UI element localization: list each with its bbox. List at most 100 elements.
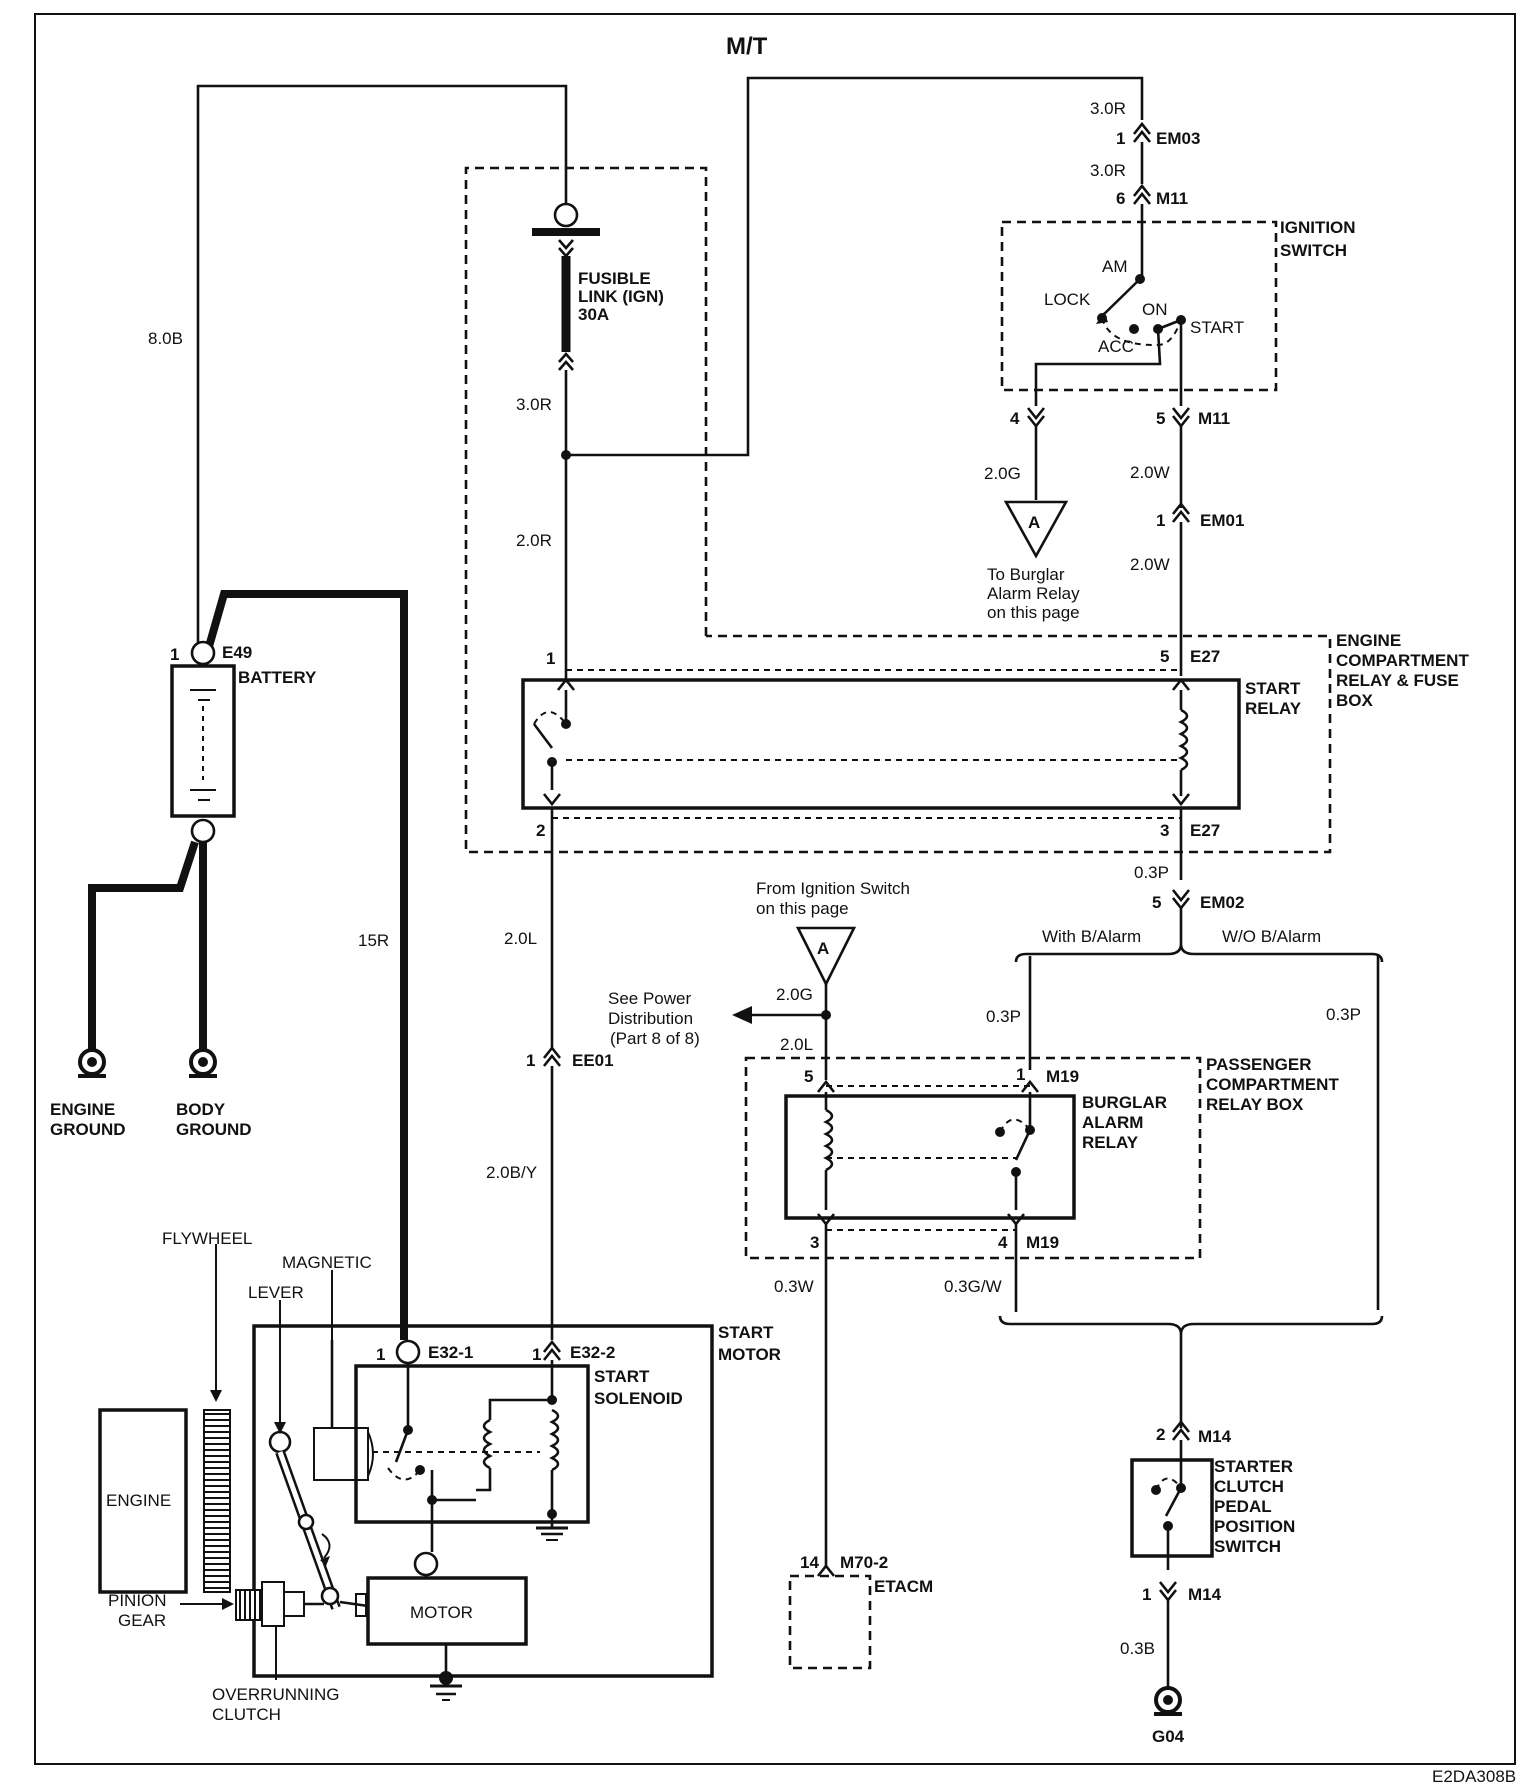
svg-text:M14: M14 (1188, 1585, 1222, 1604)
svg-text:A: A (1028, 513, 1040, 532)
passenger-compartment-relay-box (744, 1056, 1202, 1260)
svg-text:2.0G: 2.0G (776, 985, 813, 1004)
svg-text:M70-2: M70-2 (840, 1553, 888, 1572)
svg-text:1: 1 (1016, 1065, 1025, 1084)
svg-text:Distribution: Distribution (608, 1009, 693, 1028)
svg-text:1: 1 (1156, 511, 1165, 530)
svg-text:5: 5 (1156, 409, 1165, 428)
svg-text:BODY: BODY (176, 1100, 226, 1119)
svg-text:Alarm Relay: Alarm Relay (987, 584, 1080, 603)
burglar-alarm-section: From Ignition Switch on this page A 2.0G… (608, 879, 1384, 1566)
body-ground-symbol (189, 1048, 217, 1078)
svg-text:M19: M19 (1046, 1067, 1079, 1086)
svg-text:AM: AM (1102, 257, 1128, 276)
svg-text:SWITCH: SWITCH (1280, 241, 1347, 260)
svg-text:1: 1 (376, 1345, 385, 1364)
svg-text:2.0G: 2.0G (984, 464, 1021, 483)
svg-text:A: A (817, 939, 829, 958)
svg-text:0.3P: 0.3P (986, 1007, 1021, 1026)
svg-text:PEDAL: PEDAL (1214, 1497, 1272, 1516)
svg-text:0.3G/W: 0.3G/W (944, 1277, 1002, 1296)
svg-text:MOTOR: MOTOR (410, 1603, 473, 1622)
engine-block (98, 1408, 188, 1594)
svg-text:COMPARTMENT: COMPARTMENT (1206, 1075, 1339, 1094)
svg-text:RELAY & FUSE: RELAY & FUSE (1336, 671, 1459, 690)
svg-text:START: START (1245, 679, 1301, 698)
svg-text:FUSIBLE: FUSIBLE (578, 269, 651, 288)
engine-compartment-relay-box: ENGINE COMPARTMENT RELAY & FUSE BOX 1 5 … (521, 631, 1469, 840)
svg-text:3: 3 (810, 1233, 819, 1252)
svg-text:on this page: on this page (756, 899, 849, 918)
svg-text:0.3B: 0.3B (1120, 1639, 1155, 1658)
svg-text:POSITION: POSITION (1214, 1517, 1295, 1536)
svg-text:ENGINE: ENGINE (1336, 631, 1401, 650)
svg-text:0.3W: 0.3W (774, 1277, 814, 1296)
burglar-alarm-relay (784, 1094, 1076, 1220)
svg-text:14: 14 (800, 1553, 819, 1572)
svg-text:ETACM: ETACM (874, 1577, 933, 1596)
svg-text:1: 1 (170, 645, 179, 664)
svg-text:BATTERY: BATTERY (238, 668, 317, 687)
svg-text:1: 1 (532, 1345, 541, 1364)
svg-text:2: 2 (536, 821, 545, 840)
svg-text:3: 3 (1160, 821, 1169, 840)
svg-text:on this page: on this page (987, 603, 1080, 622)
etacm: 14 M70-2 ETACM (788, 1553, 933, 1670)
svg-text:EM03: EM03 (1156, 129, 1200, 148)
svg-text:E49: E49 (222, 643, 252, 662)
svg-text:M19: M19 (1026, 1233, 1059, 1252)
svg-text:3.0R: 3.0R (1090, 99, 1126, 118)
svg-text:COMPARTMENT: COMPARTMENT (1336, 651, 1469, 670)
connector-a-triangle-out (1003, 500, 1069, 559)
svg-text:From Ignition Switch: From Ignition Switch (756, 879, 910, 898)
ignition-switch-box (1000, 220, 1278, 392)
svg-text:RELAY: RELAY (1082, 1133, 1139, 1152)
svg-text:GEAR: GEAR (118, 1611, 166, 1630)
svg-text:1: 1 (1142, 1585, 1151, 1604)
svg-text:E32-1: E32-1 (428, 1343, 473, 1362)
svg-text:M11: M11 (1198, 409, 1230, 428)
svg-text:ALARM: ALARM (1082, 1113, 1143, 1132)
pinion-gear (235, 1581, 324, 1627)
engine-compartment-box-outline (464, 166, 1332, 854)
diagram-frame (34, 13, 1516, 1765)
starter-clutch-pedal-switch: 2 M14 STARTER CLUTCH PEDAL POSITION SWIT… (1120, 1419, 1295, 1746)
svg-text:LEVER: LEVER (248, 1283, 304, 1302)
svg-text:START: START (718, 1323, 774, 1342)
svg-text:2.0L: 2.0L (504, 929, 537, 948)
svg-text:2.0B/Y: 2.0B/Y (486, 1163, 537, 1182)
svg-text:M11: M11 (1156, 189, 1188, 208)
svg-text:W/O B/Alarm: W/O B/Alarm (1222, 927, 1321, 946)
figure-code: E2DA308B (1432, 1767, 1516, 1786)
svg-text:MOTOR: MOTOR (718, 1345, 781, 1364)
svg-text:30A: 30A (578, 305, 609, 324)
svg-text:STARTER: STARTER (1214, 1457, 1293, 1476)
svg-text:See Power: See Power (608, 989, 691, 1008)
svg-text:M14: M14 (1198, 1427, 1232, 1446)
start-motor: START MOTOR 1 E32-1 1 E32-2 START SOLENO… (210, 1244, 781, 1701)
em02-branch: 0.3P 5 EM02 With B/Alarm W/O B/Alarm 0.3… (986, 808, 1384, 1310)
svg-text:4: 4 (1010, 409, 1020, 428)
relay-to-motor-wire: 2.0L 1 EE01 2.0B/Y (486, 808, 614, 1340)
svg-text:2.0L: 2.0L (780, 1035, 813, 1054)
flywheel (203, 1409, 231, 1593)
svg-text:GROUND: GROUND (176, 1120, 252, 1139)
svg-text:1: 1 (546, 649, 555, 668)
svg-text:3.0R: 3.0R (1090, 161, 1126, 180)
svg-text:5: 5 (804, 1067, 813, 1086)
svg-text:E27: E27 (1190, 647, 1220, 666)
connector-a-triangle-in (795, 926, 857, 987)
svg-text:BOX: BOX (1336, 691, 1374, 710)
svg-text:START: START (1190, 318, 1244, 337)
engine-ground-symbol (78, 1048, 106, 1078)
svg-text:15R: 15R (358, 931, 389, 950)
svg-text:RELAY: RELAY (1245, 699, 1302, 718)
svg-text:1: 1 (526, 1051, 535, 1070)
svg-text:IGNITION: IGNITION (1280, 218, 1356, 237)
svg-text:5: 5 (1160, 647, 1169, 666)
svg-text:0.3P: 0.3P (1326, 1005, 1361, 1024)
svg-text:(Part 8 of 8): (Part 8 of 8) (610, 1029, 700, 1048)
svg-text:PINION: PINION (108, 1591, 167, 1610)
svg-text:ACC: ACC (1098, 337, 1134, 356)
